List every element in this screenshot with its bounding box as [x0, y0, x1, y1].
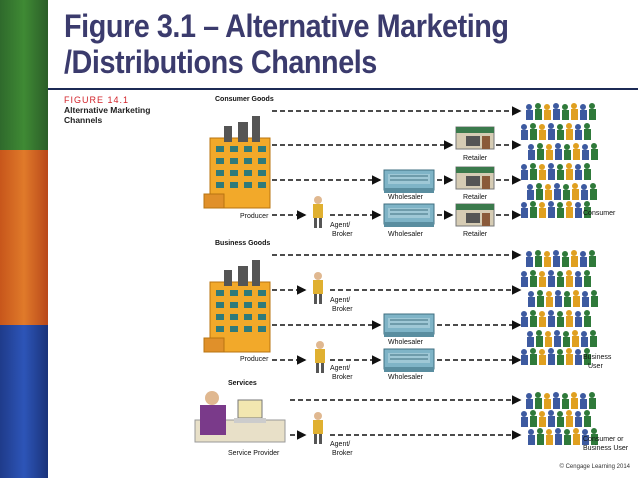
- agent-label-3b: Broker: [332, 374, 353, 381]
- retailer-label-1: Retailer: [463, 155, 488, 162]
- figure-caption: Alternative Marketing Channels: [64, 105, 174, 125]
- consumer-label: Consumer: [583, 210, 616, 217]
- agent-label-3a: Agent/: [330, 365, 350, 372]
- agent-label-2a: Agent/: [330, 297, 350, 304]
- title-divider: [48, 88, 638, 90]
- service-provider-label: Service Provider: [228, 450, 280, 457]
- agent-person-icon: [313, 196, 323, 228]
- wholesaler-label-1: Wholesaler: [388, 194, 424, 201]
- consumer-or-business-label-a: Consumer or: [583, 436, 624, 443]
- producer-factory-icon: [203, 259, 271, 353]
- wholesaler-label-2: Wholesaler: [388, 231, 424, 238]
- consumer-or-business-label-b: Business User: [583, 445, 629, 452]
- retailer-label-2: Retailer: [463, 194, 488, 201]
- wholesaler-warehouse-icon: [383, 203, 435, 228]
- consumer-crowd-icon: [521, 103, 598, 218]
- agent-person-icon: [313, 412, 323, 444]
- wholesaler-label-4: Wholesaler: [388, 374, 424, 381]
- retailer-store-icon: [455, 166, 495, 190]
- business-arrows: [272, 250, 522, 365]
- wholesaler-warehouse-icon: [383, 313, 435, 338]
- agent-label-2b: Broker: [332, 306, 353, 313]
- service-provider-icon: [194, 391, 286, 443]
- figure-caption-line-1: Alternative Marketing: [64, 105, 151, 115]
- title-line-1: Figure 3.1 – Alternative Marketing: [64, 8, 509, 44]
- consumer-arrows: [272, 106, 522, 220]
- section-consumer-goods: Consumer Goods: [215, 96, 274, 103]
- business-user-label-a: Business: [583, 354, 612, 361]
- section-business-goods: Business Goods: [215, 240, 270, 247]
- agent-person-icon: [313, 272, 323, 304]
- copyright-credit: © Cengage Learning 2014: [559, 464, 630, 470]
- figure-number: FIGURE 14.1: [64, 95, 130, 105]
- wholesaler-label-3: Wholesaler: [388, 339, 424, 346]
- wholesaler-warehouse-icon: [383, 169, 435, 194]
- agent-label-1b: Broker: [332, 231, 353, 238]
- producer-label-business: Producer: [240, 356, 269, 363]
- slide-title: Figure 3.1 – Alternative Marketing /Dist…: [64, 8, 568, 80]
- producer-label-consumer: Producer: [240, 213, 269, 220]
- figure-label: FIGURE 14.1 Alternative Marketing Channe…: [64, 95, 184, 145]
- retailer-store-icon: [455, 126, 495, 150]
- title-line-2: /Distributions Channels: [64, 44, 377, 80]
- retailer-label-3: Retailer: [463, 231, 488, 238]
- decorative-side-bar: [0, 0, 48, 478]
- agent-label-1a: Agent/: [330, 222, 350, 229]
- agent-label-4b: Broker: [332, 450, 353, 457]
- producer-factory-icon: [203, 115, 271, 209]
- figure-caption-line-2: Channels: [64, 115, 103, 125]
- wholesaler-warehouse-icon: [383, 348, 435, 373]
- retailer-store-icon: [455, 203, 495, 227]
- services-arrows: [290, 395, 522, 440]
- agent-person-icon: [315, 341, 325, 373]
- business-user-crowd-icon: [521, 250, 598, 365]
- agent-label-4a: Agent/: [330, 441, 350, 448]
- business-user-label-b: User: [588, 363, 603, 370]
- section-services: Services: [228, 380, 257, 387]
